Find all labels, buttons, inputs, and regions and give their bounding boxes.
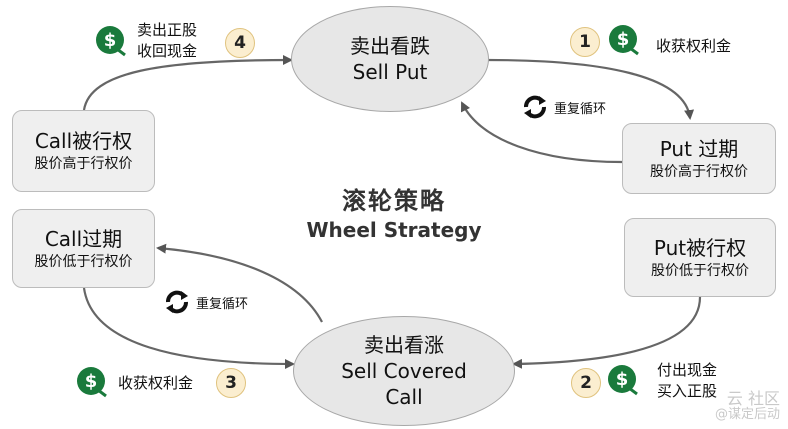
node-sell-put-en: Sell Put: [352, 60, 428, 84]
step-2-label-1: 付出现金: [657, 361, 718, 379]
step-2-badge: 2: [571, 368, 601, 398]
svg-text:$: $: [617, 29, 630, 50]
svg-text:$: $: [104, 30, 117, 51]
repeat-loop-top: 重复循环: [520, 92, 606, 122]
node-call-expire-sub: 股价低于行权价: [34, 253, 133, 270]
arrow-callexercised-to-sellput: [82, 55, 293, 111]
node-put-expire: Put 过期 股价高于行权价: [622, 123, 776, 194]
repeat-label-bottom: 重复循环: [196, 296, 249, 312]
node-call-exercised: Call被行权 股价高于行权价: [12, 110, 155, 192]
node-put-exercised-main: Put被行权: [653, 235, 747, 260]
step-4-badge: 4: [225, 28, 255, 58]
node-put-expire-sub: 股价高于行权价: [650, 163, 748, 180]
dollar-icon: $: [77, 367, 107, 398]
svg-text:$: $: [616, 369, 629, 390]
node-sell-call-en-1: Sell Covered: [341, 359, 467, 383]
step-1-badge: 1: [570, 27, 600, 57]
arrow-putexercised-to-sellcall: [512, 296, 702, 369]
dollar-icon: $: [608, 365, 638, 396]
repeat-label-top: 重复循环: [554, 101, 607, 117]
refresh-icon: [166, 290, 188, 314]
node-call-exercised-main: Call被行权: [34, 129, 133, 153]
node-put-exercised-sub: 股价低于行权价: [651, 262, 749, 279]
node-sell-call: 卖出看涨 Sell Covered Call: [293, 316, 515, 426]
step-3-label: 收获权利金: [118, 374, 194, 392]
node-call-exercised-sub: 股价高于行权价: [34, 156, 133, 172]
dollar-icon: $: [96, 26, 126, 57]
node-sell-put-cn: 卖出看跌: [350, 34, 430, 58]
step-4-label-2: 收回现金: [137, 42, 198, 60]
title-cn: 滚轮策略: [342, 187, 446, 215]
watermark: 云 社区 @谋定后动: [715, 391, 780, 423]
node-put-expire-main: Put 过期: [659, 136, 739, 161]
watermark-line-2: @谋定后动: [714, 407, 780, 422]
title-en: Wheel Strategy: [306, 218, 482, 242]
node-put-exercised: Put被行权 股价低于行权价: [624, 218, 776, 297]
arrow-callexpire-to-sellcall: [82, 287, 295, 369]
node-sell-put: 卖出看跌 Sell Put: [291, 6, 489, 112]
refresh-icon: [524, 95, 546, 119]
step-3-badge: 3: [216, 368, 246, 398]
node-sell-call-en-2: Call: [385, 385, 423, 409]
dollar-icon: $: [609, 25, 639, 56]
step-2-label-2: 买入正股: [657, 382, 718, 400]
node-sell-call-cn: 卖出看涨: [364, 333, 444, 357]
diagram-title: 滚轮策略 Wheel Strategy: [284, 186, 504, 244]
watermark-line-1: 云 社区: [726, 389, 780, 408]
arrow-sellput-to-putexpire: [487, 58, 695, 120]
svg-text:$: $: [85, 371, 98, 392]
node-call-expire: Call过期 股价低于行权价: [12, 209, 155, 288]
node-call-expire-main: Call过期: [44, 226, 123, 251]
step-1-label: 收获权利金: [656, 37, 732, 55]
step-4-label-1: 卖出正股: [137, 21, 198, 39]
arrow-putexpire-to-sellput: [461, 101, 623, 164]
arrow-sellcall-to-callexpire: [156, 243, 323, 323]
repeat-loop-bottom: 重复循环: [162, 287, 248, 317]
